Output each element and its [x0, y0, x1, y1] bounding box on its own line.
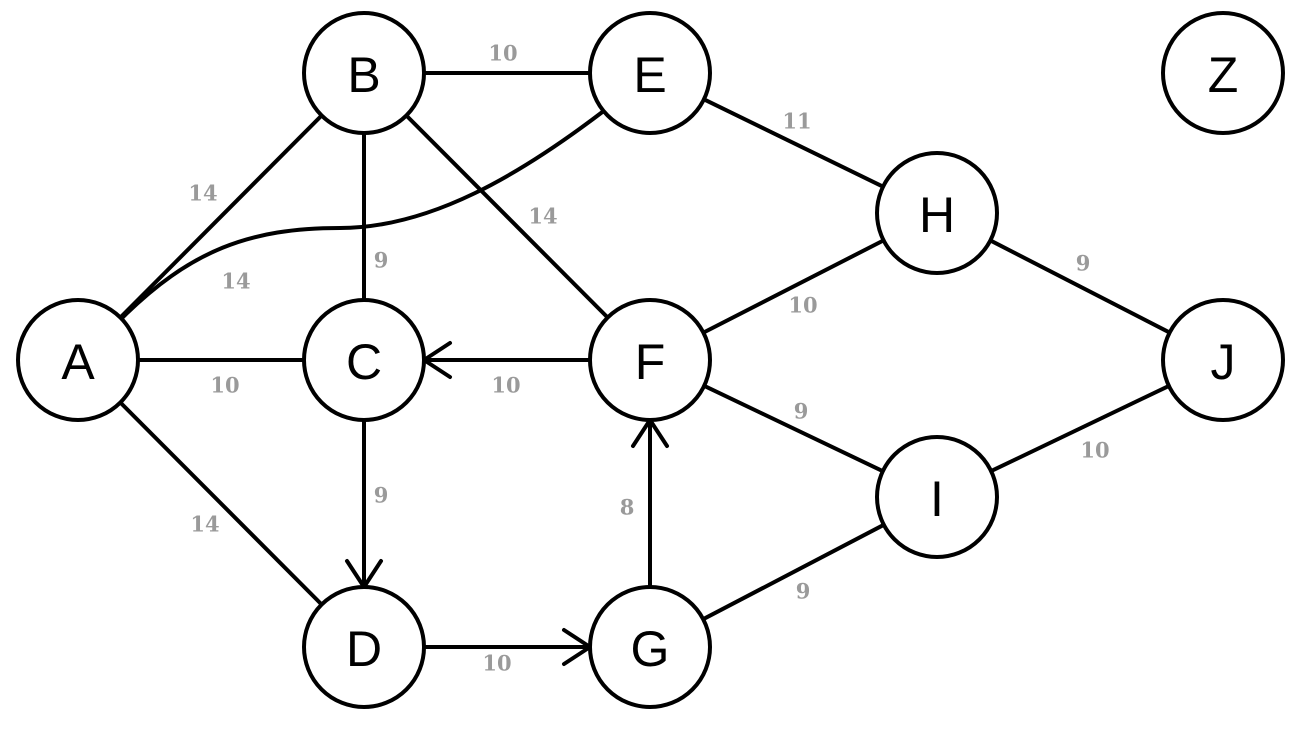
weights-layer: 10 14 9 14 14 11 10 10 14 9 10 8 10 9 9 9 10	[188, 41, 1109, 676]
node-label: H	[919, 187, 955, 243]
node-a: A	[16, 298, 140, 422]
node-label: A	[61, 334, 95, 390]
node-circle	[588, 11, 712, 135]
weight-label-h-j: 9	[1076, 251, 1091, 276]
weight-label-b-e: 10	[488, 41, 517, 66]
weight-label-a-e: 14	[221, 269, 250, 294]
weight-label-f-i: 9	[794, 399, 809, 424]
edge-a-e	[118, 108, 607, 322]
node-d: D	[302, 585, 426, 709]
edge-e-h	[703, 97, 884, 189]
node-label: I	[930, 471, 944, 527]
node-label: Z	[1208, 47, 1239, 103]
node-label: E	[633, 47, 666, 103]
node-f: F	[588, 298, 712, 422]
node-label: G	[631, 621, 670, 677]
weight-label-b-c: 9	[374, 248, 389, 273]
node-circle	[16, 298, 140, 422]
nodes-layer: A B C D E F G H I J Z	[16, 11, 1285, 709]
node-circle	[1161, 298, 1285, 422]
node-j: J	[1161, 298, 1285, 422]
node-e: E	[588, 11, 712, 135]
weight-label-f-h: 10	[788, 293, 817, 318]
edge-f-h	[702, 238, 885, 335]
weight-label-a-b: 14	[188, 181, 217, 206]
weight-label-g-i: 9	[796, 579, 811, 604]
edge-b-f	[404, 114, 610, 319]
edges-layer	[118, 71, 1171, 666]
node-g: G	[588, 585, 712, 709]
node-circle	[875, 151, 999, 275]
weight-label-b-f: 14	[528, 204, 557, 229]
weight-label-a-d: 14	[190, 512, 219, 537]
weight-label-f-c: 10	[491, 373, 520, 398]
edge-f-i	[703, 384, 884, 473]
weight-label-c-d: 9	[374, 483, 389, 508]
node-circle	[1161, 11, 1285, 135]
node-c: C	[302, 298, 426, 422]
node-circle	[302, 11, 426, 135]
node-h: H	[875, 151, 999, 275]
node-circle	[302, 585, 426, 709]
node-label: J	[1211, 334, 1236, 390]
node-label: D	[346, 621, 382, 677]
node-label: B	[347, 47, 380, 103]
node-i: I	[875, 435, 999, 559]
weight-label-i-j: 10	[1080, 438, 1109, 463]
node-circle	[588, 585, 712, 709]
node-z: Z	[1161, 11, 1285, 135]
weight-label-d-g: 10	[482, 651, 511, 676]
edge-a-d	[118, 401, 324, 606]
node-circle	[302, 298, 426, 422]
edge-a-b	[118, 114, 324, 319]
edge-h-j	[989, 238, 1171, 335]
node-label: C	[346, 334, 382, 390]
edge-g-i	[702, 523, 885, 621]
weight-label-g-f: 8	[620, 495, 635, 520]
node-b: B	[302, 11, 426, 135]
node-circle	[588, 298, 712, 422]
node-circle	[875, 435, 999, 559]
weight-label-e-h: 11	[782, 109, 811, 134]
node-label: F	[635, 334, 666, 390]
weight-label-a-c: 10	[210, 373, 239, 398]
edge-i-j	[990, 384, 1170, 473]
